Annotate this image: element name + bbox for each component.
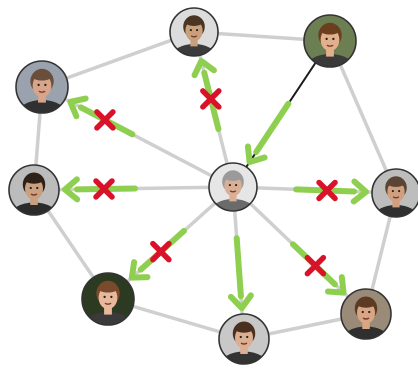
avatar-border xyxy=(340,288,392,340)
person-top-middle-avatar xyxy=(169,7,219,57)
arrow-from-top-right xyxy=(244,100,292,166)
blocked-cross-icon xyxy=(316,179,338,202)
arrow-shaft xyxy=(233,235,244,300)
avatar-border xyxy=(15,60,69,114)
avatar-border xyxy=(371,168,418,218)
blocked-cross-icon xyxy=(304,254,327,277)
person-lower-left-avatar xyxy=(81,272,135,326)
arrow-head xyxy=(244,143,268,166)
avatar-border xyxy=(169,7,219,57)
person-center-avatar xyxy=(208,162,258,212)
blocked-cross-icon xyxy=(93,178,115,200)
blocked-cross-icon xyxy=(150,240,172,263)
person-middle-right-avatar xyxy=(371,168,418,218)
arrow-head xyxy=(67,95,89,120)
person-upper-left-avatar xyxy=(15,60,69,114)
arrow-to-bottom-middle xyxy=(227,235,254,312)
person-bottom-middle-avatar xyxy=(218,313,270,365)
edge-n2-n5 xyxy=(328,39,398,195)
blocked-cross-icon xyxy=(200,88,222,110)
person-middle-left-avatar xyxy=(8,164,60,216)
nodes-layer xyxy=(8,7,418,365)
person-lower-right-avatar xyxy=(340,288,392,340)
person-top-right-avatar xyxy=(303,14,357,68)
avatar-border xyxy=(81,272,135,326)
edge-n1-n3 xyxy=(40,30,196,89)
avatar-border xyxy=(218,313,270,365)
crosses-layer xyxy=(93,88,338,277)
arrow-head xyxy=(227,292,254,312)
arrow-head xyxy=(350,178,370,205)
avatar-border xyxy=(8,164,60,216)
avatar-border xyxy=(208,162,258,212)
avatar-border xyxy=(303,14,357,68)
blocked-cross-icon xyxy=(94,109,116,131)
arrow-head xyxy=(128,259,151,281)
arrow-head xyxy=(324,274,347,296)
arrow-head xyxy=(61,176,81,203)
arrow-shaft xyxy=(253,100,292,156)
arrow-head xyxy=(191,58,217,79)
